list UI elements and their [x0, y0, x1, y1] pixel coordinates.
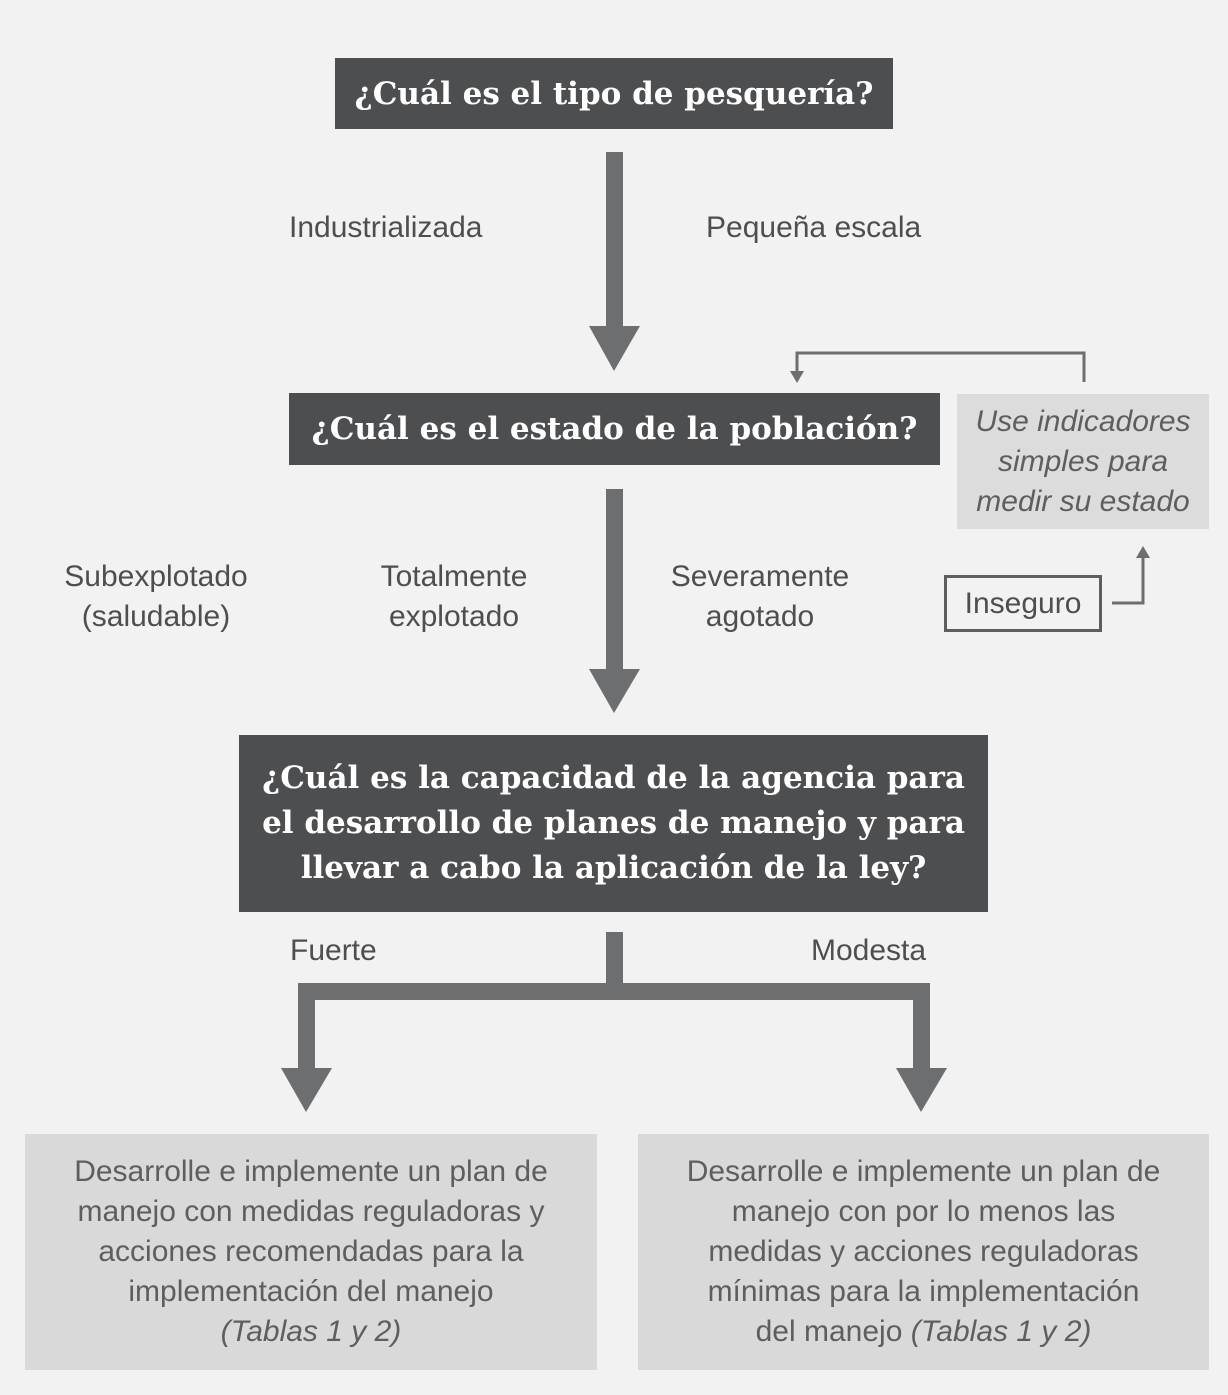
result-line: manejo con por lo menos las	[731, 1195, 1116, 1228]
feedback-arrowhead-down	[790, 371, 804, 383]
result-line: acciones recomendadas para la	[98, 1235, 524, 1268]
branch-label-industrializada: Industrializada	[289, 211, 483, 244]
branch-label-totalmente-explotado: Totalmente explotado	[356, 557, 552, 637]
result-line: del manejo	[755, 1315, 903, 1348]
result-line: manejo con medidas reguladoras y	[77, 1195, 545, 1228]
inseguro-arrowhead-up	[1136, 546, 1150, 558]
arrow-left-shaft	[298, 983, 315, 1071]
arrow-2-head	[589, 669, 640, 713]
result-box-modesta: Desarrolle e implemente un plan de manej…	[638, 1134, 1209, 1370]
label-line: Subexplotado	[64, 560, 248, 593]
branch-box-inseguro: Inseguro	[944, 575, 1102, 632]
inseguro-connector	[1112, 556, 1145, 605]
arrow-right-head	[896, 1068, 947, 1112]
result-line: mínimas para la implementación	[707, 1275, 1140, 1308]
result-line: medidas y acciones reguladoras	[708, 1235, 1139, 1268]
branch-label-pequena-escala: Pequeña escala	[706, 211, 922, 244]
side-note-line: simples para	[997, 444, 1169, 478]
arrow-1-shaft	[606, 152, 623, 328]
label-line: explotado	[388, 600, 520, 633]
feedback-line-top	[795, 351, 1086, 382]
side-note-line: Use indicadores	[975, 404, 1191, 438]
label-line: (saludable)	[81, 600, 231, 633]
label-line: agotado	[705, 600, 815, 633]
result-line: Desarrolle e implemente un plan de	[74, 1155, 548, 1188]
label-line: Totalmente	[380, 560, 528, 593]
question-stock-status: ¿Cuál es el estado de la población?	[289, 393, 940, 465]
result-line: Desarrolle e implemente un plan de	[686, 1155, 1161, 1188]
question-agency-capacity: ¿Cuál es la capacidad de la agencia para…	[239, 735, 988, 912]
result-line: implementación del manejo	[128, 1275, 494, 1308]
result-table-reference: (Tablas 1 y 2)	[220, 1315, 402, 1348]
result-table-reference: (Tablas 1 y 2)	[910, 1315, 1092, 1348]
result-last-line: del manejo (Tablas 1 y 2)	[687, 1312, 1161, 1352]
arrow-1-head	[589, 326, 640, 371]
branch-label-subexplotado: Subexplotado (saludable)	[40, 557, 272, 637]
side-note-line: medir su estado	[976, 484, 1190, 518]
branch-label-severamente-agotado: Severamente agotado	[650, 557, 870, 637]
label-line: Severamente	[670, 560, 850, 593]
question-fishery-type: ¿Cuál es el tipo de pesquería?	[335, 58, 893, 129]
branch-label-fuerte: Fuerte	[290, 934, 377, 967]
side-note-indicators: Use indicadores simples para medir su es…	[957, 394, 1209, 529]
arrow-right-shaft	[913, 983, 930, 1071]
branch-label-modesta: Modesta	[811, 934, 927, 967]
result-box-fuerte: Desarrolle e implemente un plan de manej…	[25, 1134, 597, 1370]
arrow-2-shaft	[606, 489, 623, 671]
arrow-3-crossbar	[298, 983, 930, 1000]
arrow-left-head	[281, 1068, 332, 1112]
